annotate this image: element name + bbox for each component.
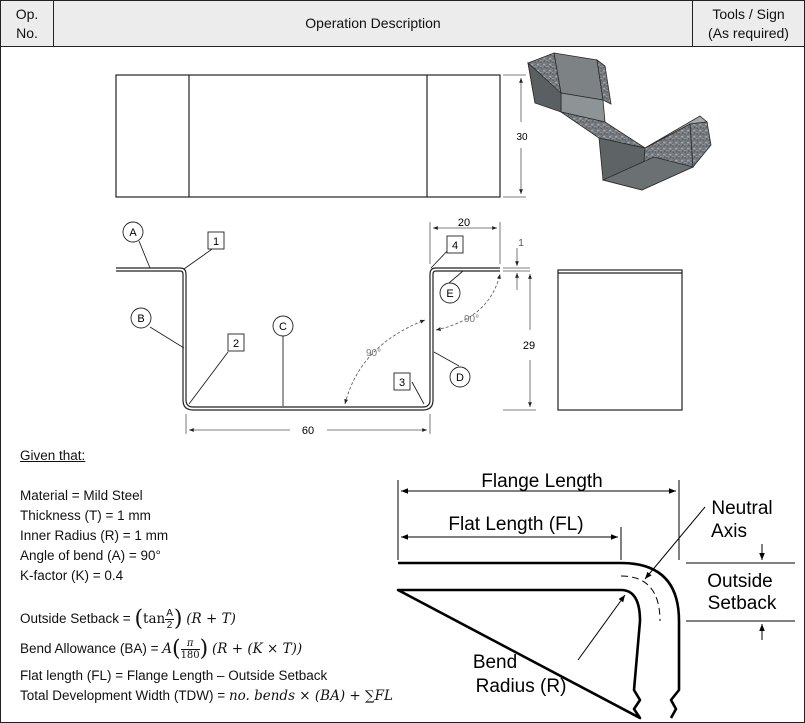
op-no-line1: Op.	[15, 5, 39, 22]
outside-setback-label-2: Setback	[708, 593, 777, 614]
top-view	[115, 74, 501, 198]
bend-radius-label-2: Radius (R)	[476, 676, 567, 697]
callout-leaders	[138, 240, 464, 406]
svg-text:A: A	[129, 227, 137, 239]
svg-text:E: E	[446, 288, 453, 300]
side-view	[557, 269, 683, 411]
dim-1	[503, 248, 530, 290]
front-view-profile	[116, 267, 500, 411]
given-list: Material = Mild Steel Thickness (T) = 1 …	[20, 486, 168, 586]
svg-text:B: B	[137, 313, 144, 325]
flat-length-formula: Flat length (FL) = Flange Length – Outsi…	[20, 668, 328, 683]
balloon-a: A	[122, 221, 144, 243]
isometric-part-render	[527, 52, 712, 191]
box-1: 1	[207, 231, 225, 250]
technical-drawing: 30 20 1 29	[115, 52, 795, 720]
neutral-axis-label-2: Axis	[711, 521, 747, 542]
tools-line1: Tools / Sign	[712, 5, 785, 22]
tools-line2: (As required)	[708, 24, 789, 41]
given-line: K-factor (K) = 0.4	[20, 568, 124, 583]
box-3: 3	[393, 372, 411, 391]
neutral-axis-arc	[620, 575, 661, 622]
dim-30	[503, 74, 526, 198]
ba-rest: (R + (K × T))	[212, 641, 303, 658]
given-line: Thickness (T) = 1 mm	[20, 508, 151, 523]
svg-text:1: 1	[213, 236, 219, 248]
tdw-formula: Total Development Width (TDW) = no. bend…	[20, 686, 393, 706]
dim-30-label: 30	[516, 132, 528, 143]
angle-90-label-b: 90°	[464, 314, 479, 325]
top-view-outline	[115, 74, 501, 198]
dim-29-label: 29	[523, 340, 535, 352]
ba-a: A	[162, 641, 172, 658]
table-header: Op. No. Operation Description Tools / Si…	[1, 1, 804, 47]
tdw-label: Total Development Width (TDW) =	[20, 688, 229, 703]
flange-length-label: Flange Length	[481, 471, 603, 492]
svg-text:D: D	[456, 372, 464, 384]
setback-label: Outside Setback =	[20, 611, 135, 627]
balloon-c: C	[272, 315, 294, 337]
neutral-axis-label-1: Neutral	[711, 498, 772, 519]
box-4: 4	[446, 235, 464, 254]
given-line: Inner Radius (R) = 1 mm	[20, 528, 169, 543]
given-line: Angle of bend (A) = 90°	[20, 548, 161, 563]
bend-diagram: Flange Length Flat Length (FL) Neutral A…	[396, 471, 795, 720]
bend-radius-label-1: Bend	[473, 652, 517, 673]
ba-label: Bend Allowance (BA) =	[20, 641, 163, 657]
box-2: 2	[227, 333, 245, 352]
description-label: Operation Description	[305, 15, 441, 31]
dim-20	[429, 222, 501, 264]
balloon-e: E	[439, 282, 461, 304]
operation-description-header: Operation Description	[54, 1, 693, 46]
tan-text: tan	[143, 611, 166, 628]
dim-60	[185, 414, 431, 434]
op-no-header: Op. No.	[1, 1, 54, 46]
tdw-expression: no. bends × (BA) + ∑FL	[228, 688, 393, 704]
setback-rest: (R + T)	[186, 611, 236, 628]
angle-90-label-a: 90°	[366, 348, 381, 359]
dim-1-label: 1	[518, 238, 524, 249]
given-line: Material = Mild Steel	[20, 488, 143, 503]
svg-text:4: 4	[452, 240, 458, 252]
op-no-line2: No.	[16, 24, 38, 41]
dim-60-label: 60	[302, 425, 314, 437]
flat-length-label: Flat Length (FL)	[448, 514, 583, 535]
dim-29	[503, 274, 536, 411]
angle-arcs	[344, 273, 501, 405]
svg-text:2: 2	[233, 338, 239, 350]
outside-setback-label-1: Outside	[707, 571, 772, 592]
dim-20-label: 20	[458, 217, 470, 229]
balloon-b: B	[130, 307, 152, 329]
balloon-d: D	[449, 366, 471, 388]
svg-text:3: 3	[399, 377, 405, 389]
svg-text:C: C	[279, 321, 287, 333]
tools-sign-header: Tools / Sign (As required)	[693, 1, 804, 46]
given-heading: Given that:	[20, 448, 86, 463]
